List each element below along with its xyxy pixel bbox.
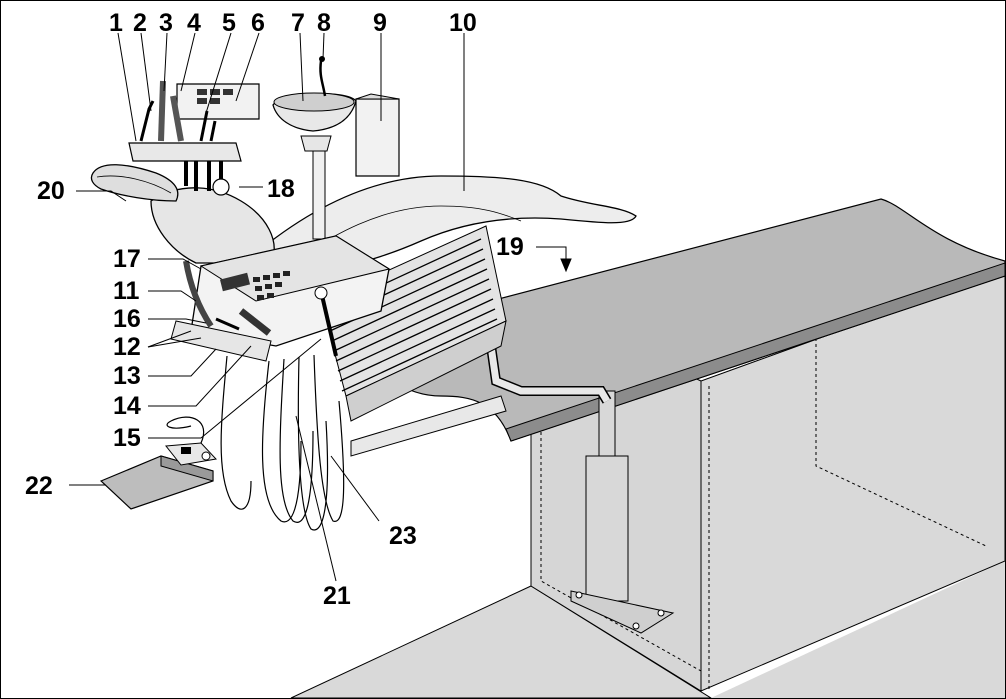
callout-13: 13 (113, 362, 141, 390)
callout-15: 15 (113, 424, 141, 452)
callout-9: 9 (373, 9, 387, 37)
callout-22: 22 (25, 472, 53, 500)
callout-labels: 1 2 3 4 5 6 7 8 9 10 11 12 13 14 15 16 1… (25, 9, 524, 610)
callout-14: 14 (113, 392, 141, 420)
callout-18: 18 (267, 175, 295, 203)
callout-23: 23 (389, 522, 417, 550)
callout-12: 12 (113, 333, 141, 361)
callout-10: 10 (449, 9, 477, 37)
callout-11: 11 (113, 277, 140, 305)
chair-base (320, 225, 507, 457)
foot-control (99, 416, 218, 510)
callout-19: 19 (496, 233, 524, 261)
callout-7: 7 (291, 9, 305, 37)
callout-1: 1 (109, 9, 123, 37)
callout-3: 3 (159, 9, 173, 37)
leader-lines (69, 32, 572, 582)
callout-4: 4 (187, 9, 201, 37)
cabinet (290, 198, 1005, 698)
callout-21: 21 (323, 582, 351, 610)
callout-20: 20 (37, 177, 65, 205)
callout-16: 16 (113, 305, 141, 333)
callout-5: 5 (222, 9, 236, 37)
callout-2: 2 (133, 9, 147, 37)
callout-6: 6 (251, 9, 265, 37)
callout-8: 8 (317, 9, 331, 37)
callout-17: 17 (113, 245, 141, 273)
